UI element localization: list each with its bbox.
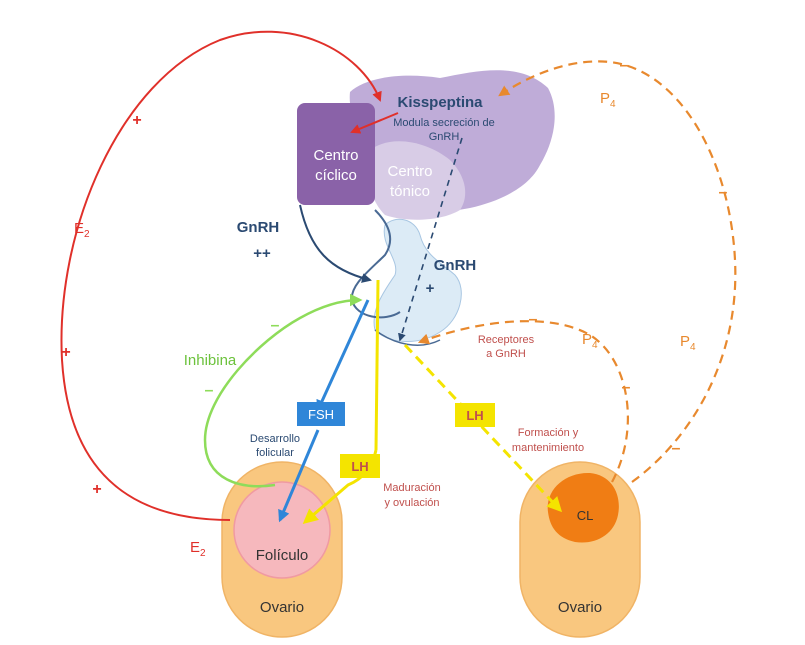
kisspeptina-label: Kisspeptina [397,94,483,111]
plus-sign-red-2: + [61,344,70,361]
lh-left-box [340,454,380,478]
portal-stalk-outline-inner [374,329,441,346]
e2-bottom-subscript: 2 [200,548,206,559]
cl-label: CL [577,508,594,523]
minus-sign-orange-1: – [620,57,629,74]
p4-right-label: P4 [680,333,696,353]
gnrh-right-label: GnRH [434,257,477,274]
minus-sign-orange-2: – [719,184,728,201]
modula-label-1: Modula secreción de [393,117,495,129]
minus-sign-orange-4: – [622,379,631,396]
gnrh-left-label: GnRH [237,219,280,236]
desarrollo-label-1: Desarrollo [250,433,300,445]
plus-sign-red-1: + [132,112,141,129]
lh-right-arrow [403,343,563,513]
follicle-shape [233,481,331,579]
e2-top-label: E2 [74,220,90,240]
ovario-right-label: Ovario [558,599,602,616]
pituitary-plus-label: + [426,280,435,297]
centro-tonico-label-2: tónico [390,183,430,200]
lh-left-label: LH [351,459,368,474]
gnrh-plusplus-label: ++ [253,245,271,262]
formacion-label-1: Formación y [518,427,579,439]
inhibina-label: Inhibina [184,352,237,369]
ciclico-gnrh-arrow [299,204,372,283]
pituitary-shape [373,218,462,342]
e2-bottom-label: E2 [190,539,206,559]
lh-right-label: LH [466,408,483,423]
p4-top-subscript: 4 [610,99,616,110]
receptores-label-2: a GnRH [486,348,526,360]
desarrollo-label-2: folicular [256,447,294,459]
centro-ciclico-label-2: cíclico [315,167,357,184]
centro-tonico-shape [367,141,466,220]
minus-sign-green-1: – [271,317,280,334]
corpus-luteum-shape [547,472,619,543]
plus-sign-red-3: + [92,481,101,498]
portal-stalk-outline [350,209,401,319]
fsh-to-follicle-arrow [278,429,320,523]
minus-sign-green-2: – [205,382,214,399]
p4-mid-label: P4 [582,331,598,351]
minus-sign-orange-5: – [672,440,681,457]
inhibina-feedback-arrow [203,293,363,488]
fsh-box [297,402,345,426]
tonico-dashed-arrow [398,137,463,342]
maduracion-label-1: Maduración [383,482,440,494]
minus-sign-orange-3: – [529,311,538,328]
lh-right-box [455,403,495,427]
fsh-label: FSH [308,407,334,422]
e2-positive-feedback-arrow [60,30,382,521]
formacion-label-2: mantenimiento [512,442,584,454]
p4-mid-feedback-arrow [417,320,629,483]
centro-tonico-label-1: Centro [387,163,432,180]
ovario-left-label: Ovario [260,599,304,616]
lh-left-arrow [374,279,380,451]
e2-top-subscript: 2 [84,229,90,240]
maduracion-label-2: y ovulación [384,497,439,509]
foliculo-label: Folículo [256,547,309,564]
kiss-to-ciclico-arrow [350,112,399,134]
fsh-arrow [316,299,370,413]
p4-right-subscript: 4 [690,342,696,353]
p4-top-feedback-arrow [498,60,737,483]
modula-label-2: GnRH [429,131,460,143]
receptores-label-1: Receptores [478,334,535,346]
p4-mid-subscript: 4 [592,340,598,351]
p4-top-label: P4 [600,90,616,110]
centro-ciclico-label-1: Centro [313,147,358,164]
